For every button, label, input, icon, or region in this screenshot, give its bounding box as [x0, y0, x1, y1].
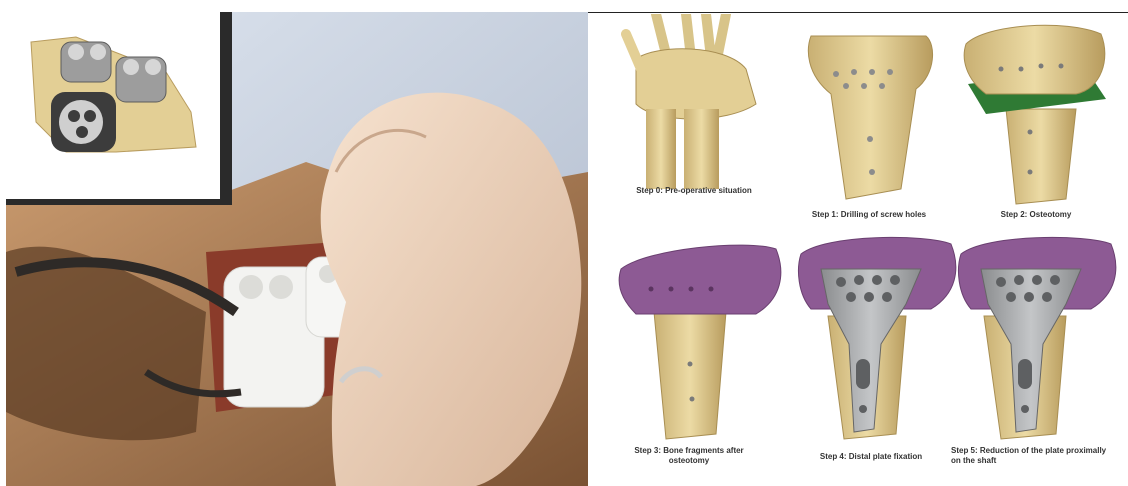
step3-fragments — [619, 245, 781, 439]
inset-frame-right — [220, 12, 232, 201]
step2-osteotomy — [964, 25, 1106, 204]
step-0-caption: Step 0: Pre-operative situation — [614, 186, 774, 196]
step-5-caption: Step 5: Reduction of the plate proximall… — [951, 446, 1116, 466]
steps-panel: Step 0: Pre-operative situation Step 1: … — [606, 14, 1122, 480]
step0-wrist-render — [626, 14, 756, 189]
guide-render-illustration — [6, 12, 220, 201]
steps-illustration — [606, 14, 1122, 480]
step-1-caption: Step 1: Drilling of screw holes — [794, 210, 944, 220]
step5-plate-reduction — [958, 237, 1115, 439]
step-4-caption: Step 4: Distal plate fixation — [801, 452, 941, 462]
step-2-caption: Step 2: Osteotomy — [981, 210, 1091, 220]
step-3-caption: Step 3: Bone fragments after osteotomy — [624, 446, 754, 466]
guide-render-inset — [6, 12, 220, 201]
inset-frame-bottom — [6, 199, 232, 205]
panel-divider — [588, 12, 1128, 13]
step1-drilled-radius — [808, 36, 932, 199]
step4-plate-fixation — [798, 237, 955, 439]
